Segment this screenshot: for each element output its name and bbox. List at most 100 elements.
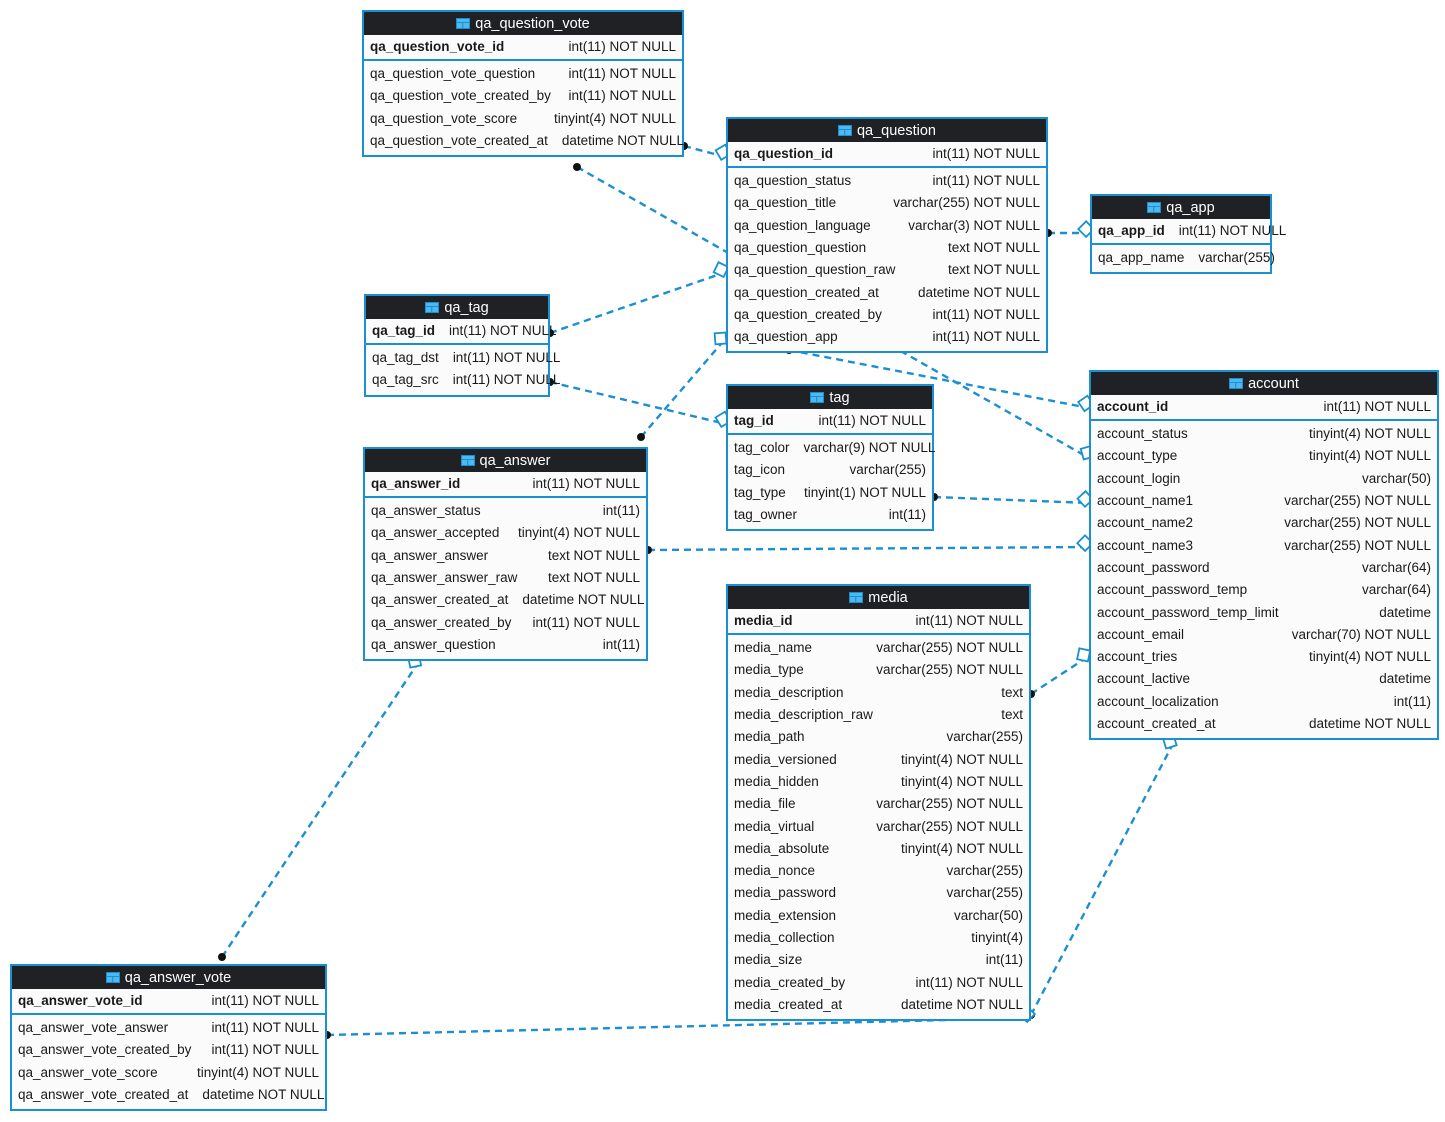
entity-header-qa_app[interactable]: qa_app [1090,194,1272,219]
entity-header-tag[interactable]: tag [726,384,934,409]
entity-header-qa_tag[interactable]: qa_tag [364,294,550,319]
entity-header-qa_question_vote[interactable]: qa_question_vote [362,10,684,35]
relationship-line [933,495,1090,505]
field-name: qa_tag_dst [372,350,439,366]
entity-header-account[interactable]: account [1089,370,1439,395]
entity-header-qa_answer_vote[interactable]: qa_answer_vote [10,964,327,989]
field-type: tinyint(4) NOT NULL [1308,448,1431,464]
entity-header-qa_answer[interactable]: qa_answer [363,447,648,472]
field-type: varchar(9) NOT NULL [803,440,936,456]
relationship-link [930,489,1095,509]
field-name: qa_question_vote_created_at [370,133,548,149]
entity-header-qa_question[interactable]: qa_question [726,117,1048,142]
entity-header-media[interactable]: media [726,584,1031,609]
field-name: qa_answer_vote_created_by [18,1042,192,1058]
field-type: int(11) NOT NULL [932,329,1040,345]
relationship-link [644,534,1095,554]
relationship-link [1044,220,1096,239]
field-name: media_password [734,885,837,901]
field-name: qa_answer_accepted [371,525,500,541]
